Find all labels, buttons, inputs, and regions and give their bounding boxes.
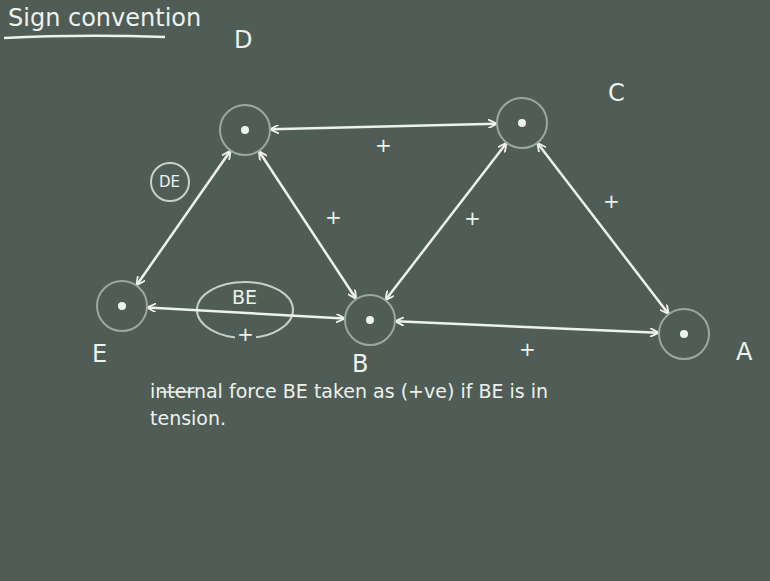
joint-label: C — [608, 79, 625, 107]
joint-label: D — [234, 26, 252, 54]
board-title: Sign convention — [8, 4, 201, 32]
truss-member — [148, 308, 344, 319]
force-sign: + — [517, 337, 538, 361]
joint-pin — [241, 126, 249, 134]
note-text: internal force BE taken as (+ve) if BE i… — [150, 378, 590, 431]
force-sign: + — [601, 189, 622, 213]
joint-pin — [680, 330, 688, 338]
joint-pin — [118, 302, 126, 310]
joint-circle: E — [96, 280, 148, 332]
joint-label: A — [736, 338, 752, 366]
force-sign: + — [462, 206, 483, 230]
truss-member — [386, 144, 506, 300]
truss-member — [538, 144, 668, 314]
member-cut-circle — [151, 163, 189, 201]
joint-circle: B — [344, 294, 396, 346]
joint-circle: A — [658, 308, 710, 360]
joint-label: B — [352, 350, 368, 378]
force-sign: + — [373, 133, 394, 157]
member-label: DE — [157, 173, 182, 191]
title-underline — [4, 36, 165, 38]
truss-member — [396, 321, 658, 333]
member-label: + — [235, 322, 256, 346]
member-label: BE — [230, 286, 259, 308]
truss-member — [137, 151, 230, 284]
joint-pin — [518, 119, 526, 127]
truss-member — [271, 124, 496, 130]
joint-circle: D — [219, 104, 271, 156]
joint-circle: C — [496, 97, 548, 149]
truss-member — [259, 152, 355, 299]
joint-pin — [366, 316, 374, 324]
force-sign: + — [323, 205, 344, 229]
joint-label: E — [92, 340, 107, 368]
